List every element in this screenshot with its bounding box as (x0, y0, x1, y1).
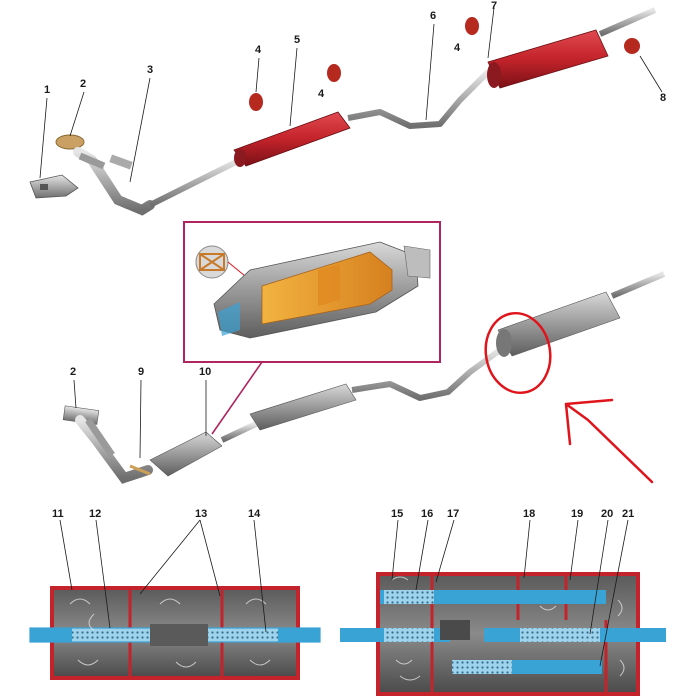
muffler-cross-section (340, 572, 666, 696)
label-9: 9 (138, 366, 145, 378)
leader-lines (39, 7, 663, 667)
annotation-arrow (564, 398, 654, 484)
middle-exhaust-system (62, 271, 666, 484)
resonator (233, 111, 351, 167)
label-5: 5 (294, 34, 301, 46)
resonator-cross-section (29, 586, 321, 680)
label-1: 1 (44, 84, 51, 96)
rubber-mount-icon (624, 38, 640, 54)
top-exhaust-system (29, 7, 657, 216)
rubber-mount-icon (249, 93, 263, 111)
tailpipe (598, 7, 657, 37)
catalytic-converter (149, 431, 223, 477)
label-16: 16 (421, 508, 434, 520)
label-18: 18 (523, 508, 536, 520)
label-15: 15 (391, 508, 404, 520)
intermediate-pipe (148, 157, 242, 208)
callout-leader (211, 361, 263, 435)
label-10: 10 (199, 366, 212, 378)
manifold-bracket (29, 174, 79, 199)
label-11: 11 (52, 508, 64, 520)
catalyst-callout (183, 221, 441, 363)
resonator-grey (249, 383, 357, 431)
label-4-left: 4 (255, 44, 262, 56)
label-3: 3 (147, 64, 154, 76)
label-19: 19 (571, 508, 584, 520)
main-muffler (487, 29, 609, 89)
rear-pipe (347, 69, 491, 129)
rubber-mount-icon (465, 17, 479, 35)
label-4-right: 4 (454, 42, 461, 54)
label-13: 13 (195, 508, 208, 520)
label-8: 8 (660, 92, 667, 104)
flange-gasket (55, 134, 85, 150)
label-2: 2 (80, 78, 87, 90)
muffler-grey (497, 291, 621, 357)
label-7: 7 (491, 0, 498, 12)
label-12: 12 (89, 508, 102, 520)
label-14: 14 (248, 508, 261, 520)
label-4-mid: 4 (318, 88, 325, 100)
label-17: 17 (447, 508, 460, 520)
label-20: 20 (601, 508, 614, 520)
label-6: 6 (430, 10, 437, 22)
rubber-mount-icon (327, 64, 341, 82)
label-21: 21 (622, 508, 635, 520)
annotation-circle (484, 311, 552, 395)
label-2-middle: 2 (70, 366, 77, 378)
